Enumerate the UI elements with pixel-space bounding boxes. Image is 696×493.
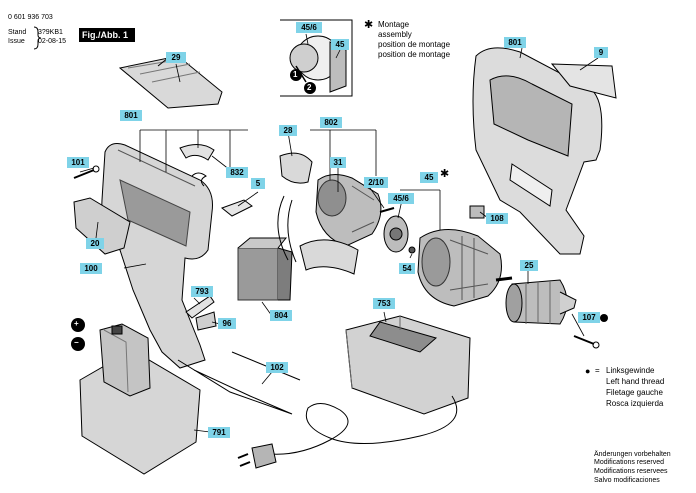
montage-line-2: assembly	[378, 30, 412, 39]
battery-minus-sign: −	[74, 338, 79, 347]
part-label-101: 101	[67, 157, 89, 168]
issue-label: Issue	[8, 38, 25, 45]
part-label-28: 28	[279, 125, 297, 136]
part-label-25: 25	[520, 260, 538, 271]
part-label-801-right: 801	[504, 37, 526, 48]
step-2-marker	[304, 82, 316, 94]
part-label-54: 54	[399, 263, 415, 274]
part-label-45-6: 45/6	[388, 193, 414, 204]
part-label-832: 832	[226, 167, 248, 178]
stand-value: 3?9KB1	[38, 29, 63, 36]
part-label-20: 20	[86, 238, 104, 249]
left-thread-equals: =	[595, 366, 600, 375]
footer-line-4: Salvo modificaciones	[594, 477, 660, 484]
step-1-marker	[290, 69, 302, 81]
battery-minus-marker	[71, 337, 85, 351]
part-label-2-10: 2/10	[364, 177, 388, 188]
part-label-801-left: 801	[120, 110, 142, 121]
part-label-5: 5	[251, 178, 265, 189]
part-label-45-6-inset: 45/6	[296, 22, 322, 33]
part-label-804: 804	[270, 310, 292, 321]
left-thread-bullet: ●	[585, 366, 591, 376]
left-thread-marker	[600, 314, 608, 322]
grip-insert-part	[73, 197, 131, 255]
battery-cover-part	[118, 55, 223, 109]
montage-star: ✱	[364, 19, 374, 31]
battery-plus-sign: +	[74, 319, 79, 328]
part-label-96: 96	[218, 318, 236, 329]
part-label-100: 100	[80, 263, 102, 274]
montage-line-1: Montage	[378, 20, 410, 29]
montage-line-4: position de montage	[378, 50, 451, 59]
montage-star-45: ✱	[440, 168, 450, 180]
part-label-108: 108	[486, 213, 508, 224]
step-1-number: 1	[293, 70, 298, 79]
part-label-802: 802	[320, 117, 342, 128]
left-thread-line-2: Left hand thread	[606, 377, 665, 386]
part-label-31: 31	[330, 157, 346, 168]
part-label-45-inset: 45	[331, 39, 349, 50]
step-2-number: 2	[307, 83, 312, 92]
issue-value: 02-08-15	[38, 38, 67, 45]
part-label-45: 45	[420, 172, 438, 183]
part-label-102: 102	[266, 362, 288, 373]
left-thread-line-1: Linksgewinde	[606, 366, 655, 375]
footer-line-3: Modifications reservees	[594, 468, 668, 475]
part-label-791: 791	[208, 427, 230, 438]
part-label-9: 9	[594, 47, 608, 58]
left-thread-line-4: Rosca izquierda	[606, 399, 664, 408]
figure-label: Fig./Abb. 1	[79, 28, 135, 42]
part-label-793: 793	[191, 286, 213, 297]
part-label-107: 107	[578, 312, 600, 323]
left-thread-line-3: Filetage gauche	[606, 388, 663, 397]
montage-line-3: position de montage	[378, 40, 451, 49]
battery-plus-marker	[71, 318, 85, 332]
footer-line-1: Änderungen vorbehalten	[594, 451, 671, 458]
part-label-29: 29	[166, 52, 186, 63]
footer-line-2: Modifications reserved	[594, 459, 665, 466]
charger-cord	[269, 395, 458, 455]
document-number: 0 601 936 703	[8, 14, 53, 21]
part-label-753: 753	[373, 298, 395, 309]
stand-label: Stand	[8, 29, 27, 36]
